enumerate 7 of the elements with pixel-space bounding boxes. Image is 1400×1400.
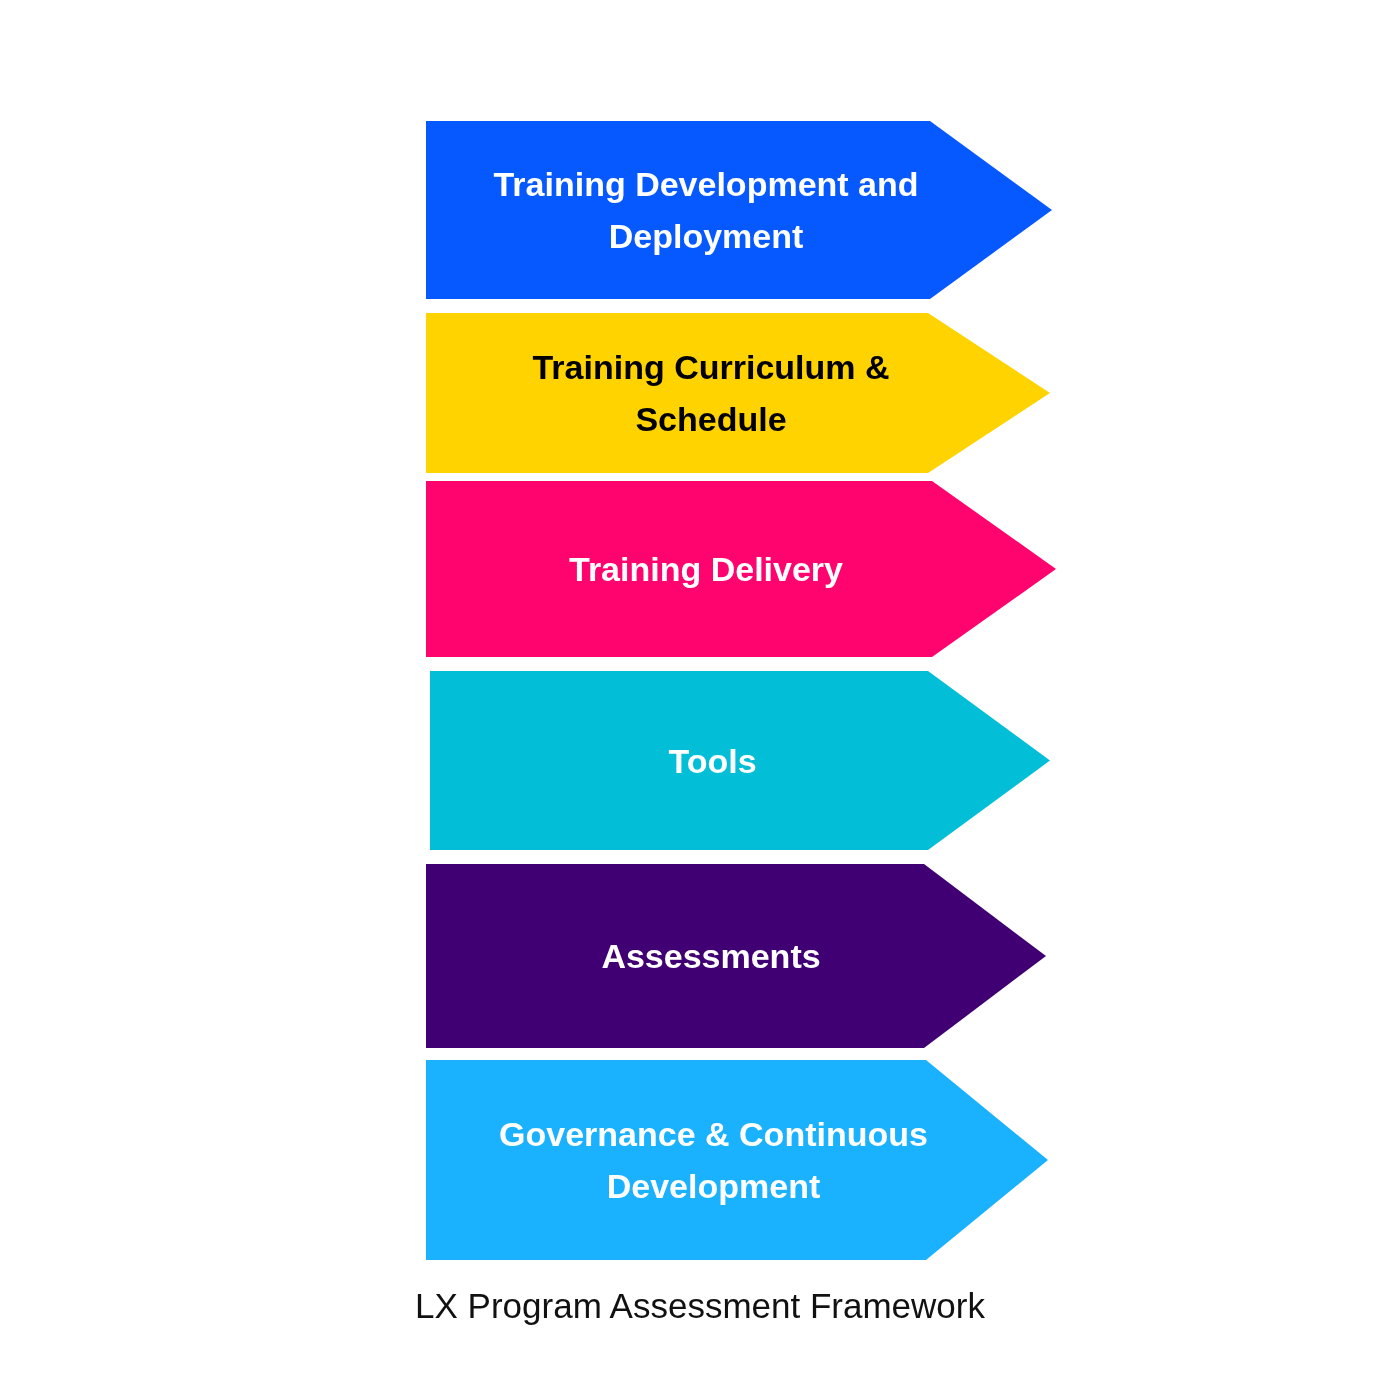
step-label: Tools [668, 740, 757, 782]
step-label: Training Curriculum & Schedule [531, 347, 891, 440]
caption: LX Program Assessment Framework [415, 1286, 985, 1326]
step-label: Training Delivery [569, 549, 843, 590]
step-label: Assessments [601, 936, 821, 977]
step-label: Training Development and Deployment [492, 164, 920, 257]
step-label: Governance & Continuous Development [498, 1114, 929, 1207]
